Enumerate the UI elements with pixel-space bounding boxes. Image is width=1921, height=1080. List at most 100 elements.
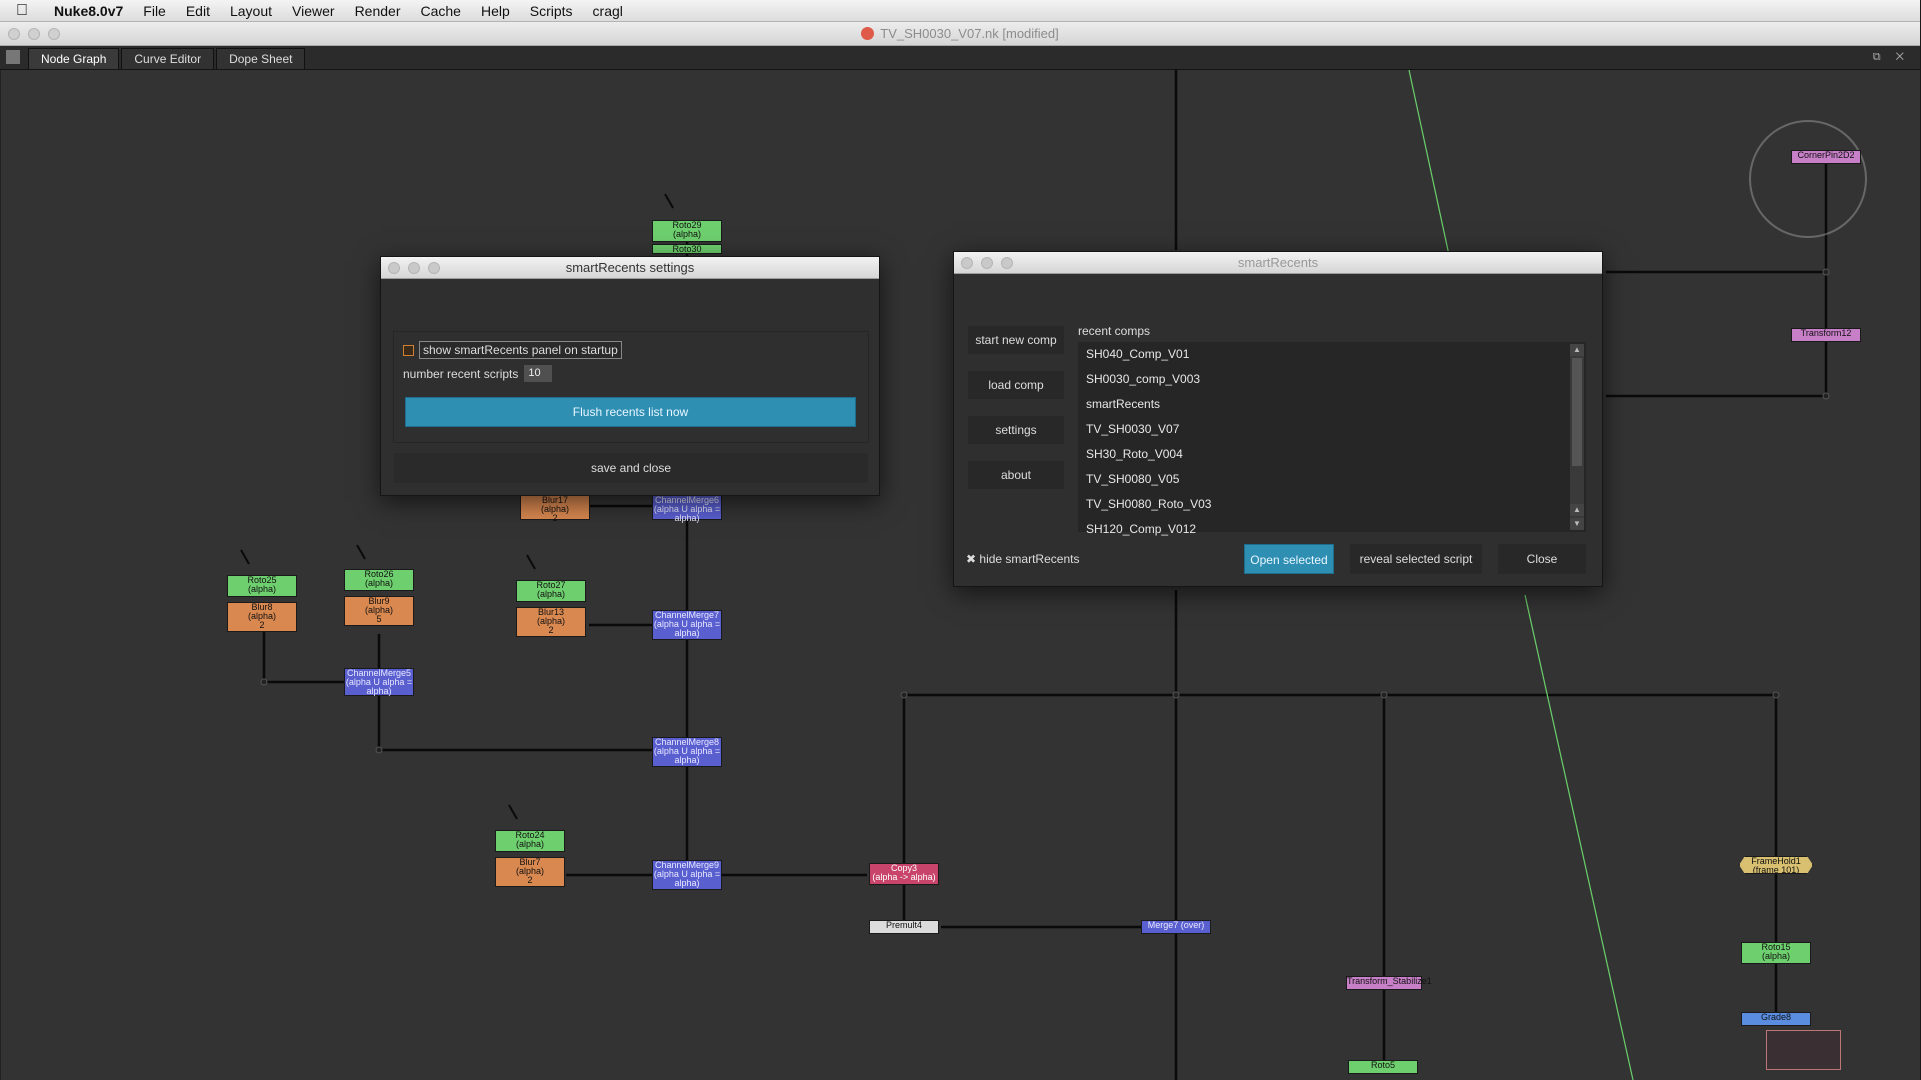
hide-smartrecents-label: hide smartRecents (979, 552, 1080, 566)
show-on-startup-label: show smartRecents panel on startup (419, 341, 622, 359)
node-blur17[interactable]: Blur17 (alpha) 2 (520, 495, 590, 523)
scroll-down-icon[interactable]: ▼ (1570, 518, 1584, 530)
close-icon[interactable] (961, 257, 973, 269)
node-roto24[interactable]: Roto24 (alpha) (495, 830, 565, 852)
node-channelmerge7[interactable]: ChannelMerge7 (alpha U alpha = alpha) (652, 610, 722, 640)
tab-node-graph[interactable]: Node Graph (28, 48, 120, 69)
settings-group (393, 331, 869, 443)
number-recent-field[interactable]: 10 (524, 365, 553, 382)
node-roto15[interactable]: Roto15 (alpha) (1741, 942, 1811, 964)
node-grade8[interactable]: Grade8 (1741, 1012, 1811, 1026)
panel-menu-icon[interactable] (6, 50, 20, 64)
recent-comps-label: recent comps (1078, 324, 1151, 338)
node-roto26[interactable]: Roto26 (alpha) (344, 569, 414, 591)
scroll-thumb[interactable] (1572, 358, 1582, 466)
menu-cache[interactable]: Cache (420, 2, 461, 19)
menu-cragl[interactable]: cragl (592, 2, 623, 19)
menu-help[interactable]: Help (480, 2, 510, 19)
open-selected-button[interactable]: Open selected (1244, 544, 1334, 574)
node-transform-stabilize1[interactable]: Transform_Stabilize1 (1346, 976, 1432, 990)
minimize-icon[interactable] (408, 262, 420, 274)
app-menu[interactable]: Nuke8.0v7 (54, 2, 124, 19)
zoom-icon[interactable] (428, 262, 440, 274)
start-new-comp-button[interactable]: start new comp (968, 326, 1064, 354)
menu-scripts[interactable]: Scripts (529, 2, 573, 19)
flush-recents-button[interactable]: Flush recents list now (405, 397, 856, 427)
list-item[interactable]: TV_SH0080_V05 (1086, 472, 1180, 486)
menu-file[interactable]: File (143, 2, 166, 19)
settings-title-bar: smartRecents settings (381, 257, 879, 279)
node-blur8[interactable]: Blur8 (alpha) 2 (227, 602, 297, 632)
save-and-close-button[interactable]: save and close (394, 453, 868, 483)
node-blur13[interactable]: Blur13 (alpha) 2 (516, 607, 586, 637)
cragl-logo-icon (1749, 120, 1867, 238)
node-blur9[interactable]: Blur9 (alpha) 5 (344, 596, 414, 626)
node-transform12[interactable]: Transform12 (1791, 328, 1861, 342)
tab-dope-sheet[interactable]: Dope Sheet (216, 48, 306, 69)
list-item[interactable]: TV_SH0080_Roto_V03 (1086, 497, 1212, 511)
node-group-preview (1766, 1030, 1841, 1070)
close-button[interactable]: Close (1498, 544, 1586, 574)
list-item[interactable]: SH120_Comp_V012 (1086, 522, 1197, 536)
hide-smartrecents-row[interactable]: ✖ hide smartRecents (966, 552, 1079, 566)
node-roto5[interactable]: Roto5 (1348, 1060, 1418, 1074)
reveal-selected-script-button[interactable]: reveal selected script (1350, 544, 1482, 574)
node-connections (240, 69, 1830, 1080)
node-channelmerge9[interactable]: ChannelMerge9 (alpha U alpha = alpha) (652, 860, 722, 890)
menu-render[interactable]: Render (354, 2, 401, 19)
smartrecents-settings-dialog: smartRecents settings show smartRecents … (380, 256, 880, 496)
recents-title: smartRecents (1237, 255, 1319, 270)
list-item[interactable]: smartRecents (1086, 397, 1161, 411)
scroll-up-lower-icon[interactable]: ▲ (1570, 504, 1584, 516)
window-title-bar: TV_SH0030_V07.nk [modified] (0, 22, 1920, 46)
window-controls (8, 28, 60, 40)
recents-title-bar: smartRecents (954, 252, 1602, 274)
node-copy3[interactable]: Copy3 (alpha -> alpha) (869, 863, 939, 885)
smartrecents-dialog: smartRecents start new comp load comp se… (953, 251, 1603, 587)
menu-edit[interactable]: Edit (185, 2, 210, 19)
recent-comps-list[interactable]: SH040_Comp_V01 SH0030_comp_V003 smartRec… (1078, 342, 1586, 536)
list-item[interactable]: TV_SH0030_V07 (1086, 422, 1180, 436)
minimize-window-icon[interactable] (28, 28, 40, 40)
recent-comps-scrollbar[interactable]: ▲ ▲ ▼ (1570, 344, 1584, 530)
tab-curve-editor[interactable]: Curve Editor (121, 48, 215, 69)
node-merge7[interactable]: Merge7 (over) (1141, 920, 1211, 934)
panel-tab-strip: Node Graph Curve Editor Dope Sheet ⧉ ✕ (0, 46, 1920, 70)
minimize-icon[interactable] (981, 257, 993, 269)
menu-viewer[interactable]: Viewer (292, 2, 335, 19)
float-close-icons[interactable]: ⧉ ✕ (1872, 51, 1910, 63)
show-on-startup-row[interactable]: show smartRecents panel on startup (403, 341, 622, 359)
settings-title: smartRecents settings (565, 260, 695, 275)
node-blur7[interactable]: Blur7 (alpha) 2 (495, 857, 565, 887)
close-window-icon[interactable] (8, 28, 20, 40)
zoom-window-icon[interactable] (48, 28, 60, 40)
list-item[interactable]: SH040_Comp_V01 (1086, 347, 1190, 361)
node-channelmerge5[interactable]: ChannelMerge5 (alpha U alpha = alpha) (344, 668, 414, 696)
node-roto27[interactable]: Roto27 (alpha) (516, 580, 586, 602)
node-cornerpin2d2[interactable]: CornerPin2D2 (1791, 150, 1861, 164)
show-on-startup-checkbox[interactable] (403, 344, 414, 356)
node-framehold1[interactable]: FrameHold1 (frame 101) (1739, 856, 1813, 874)
list-item[interactable]: SH0030_comp_V003 (1086, 372, 1201, 386)
scroll-up-icon[interactable]: ▲ (1570, 344, 1584, 356)
recents-window-controls (961, 257, 1013, 269)
menu-bar:  Nuke8.0v7 File Edit Layout Viewer Rend… (0, 0, 1920, 22)
node-premult4[interactable]: Premult4 (869, 920, 939, 934)
load-comp-button[interactable]: load comp (968, 371, 1064, 399)
node-roto29[interactable]: Roto29 (alpha) (652, 220, 722, 242)
list-item[interactable]: SH30_Roto_V004 (1086, 447, 1183, 461)
node-roto25[interactable]: Roto25 (alpha) (227, 575, 297, 597)
node-channelmerge6[interactable]: ChannelMerge6 (alpha U alpha = alpha) (652, 495, 722, 523)
hide-checkbox-icon[interactable]: ✖ (966, 552, 977, 566)
settings-button[interactable]: settings (968, 416, 1064, 444)
node-roto30[interactable]: Roto30 (652, 244, 722, 254)
window-title: TV_SH0030_V07.nk [modified] (880, 26, 1059, 41)
apple-icon[interactable]:  (0, 2, 44, 20)
node-channelmerge8[interactable]: ChannelMerge8 (alpha U alpha = alpha) (652, 737, 722, 767)
about-button[interactable]: about (968, 461, 1064, 489)
zoom-icon[interactable] (1001, 257, 1013, 269)
nuke-document-icon (861, 27, 875, 40)
close-icon[interactable] (388, 262, 400, 274)
number-recent-row: number recent scripts 10 (403, 365, 553, 382)
menu-layout[interactable]: Layout (229, 2, 273, 19)
